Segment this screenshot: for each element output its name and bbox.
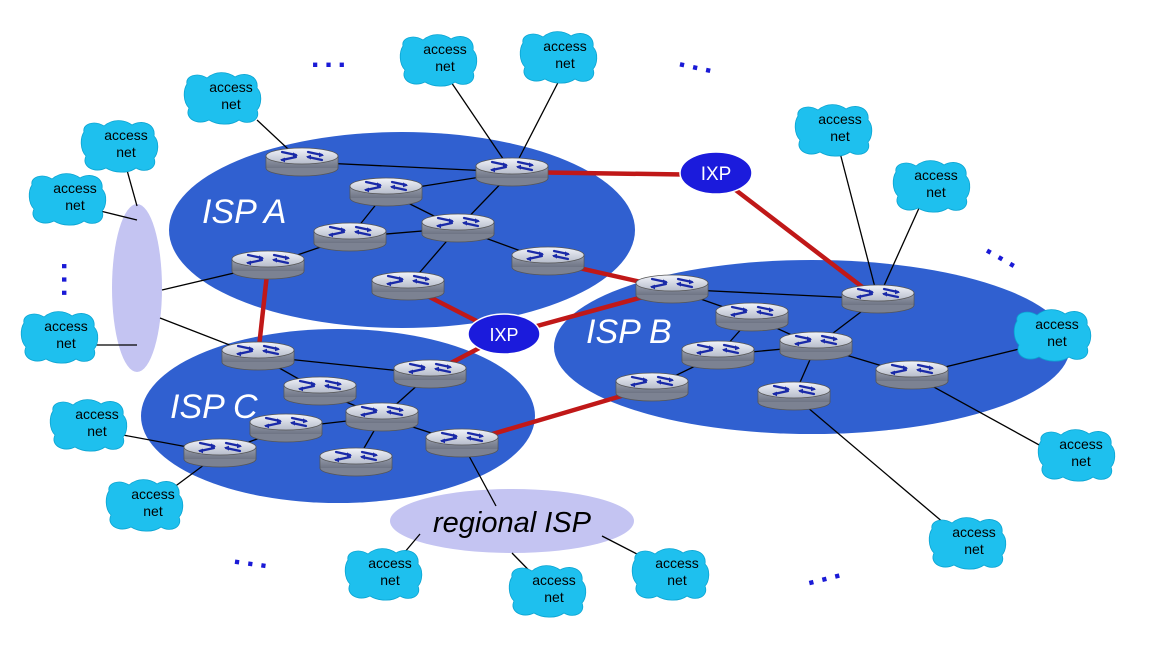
regional-isp-label: regional ISP — [433, 507, 592, 539]
access-net: access net — [794, 104, 873, 157]
ixp-center-label: IXP — [489, 325, 518, 345]
access-net-line2: net — [1071, 453, 1091, 469]
access-net-line1: access — [104, 127, 148, 143]
access-net: access net — [183, 72, 262, 125]
access-net: access net — [928, 517, 1007, 570]
access-net-line2: net — [830, 128, 850, 144]
router-icon — [614, 371, 690, 403]
router-icon — [348, 176, 424, 208]
access-net-line2: net — [555, 55, 575, 71]
access-net-line1: access — [818, 111, 862, 127]
router-icon — [874, 359, 950, 391]
router-icon — [220, 340, 296, 372]
access-net-line2: net — [56, 335, 76, 351]
access-net-line1: access — [952, 524, 996, 540]
access-net: access net — [105, 479, 184, 532]
ellipsis-right: ... — [981, 229, 1032, 278]
access-net-line1: access — [75, 406, 119, 422]
access-net-line2: net — [87, 423, 107, 439]
access-net-line1: access — [209, 79, 253, 95]
ixp-top-label: IXP — [701, 164, 732, 185]
access-net-line2: net — [926, 184, 946, 200]
access-net: access net — [49, 399, 128, 452]
access-net: access net — [1037, 429, 1116, 482]
router-icon — [264, 146, 340, 178]
access-net: access net — [519, 31, 598, 84]
access-net-line1: access — [1059, 436, 1103, 452]
router-icon — [312, 221, 388, 253]
access-net-line1: access — [655, 555, 699, 571]
access-net: access net — [28, 173, 107, 226]
router-icon — [248, 412, 324, 444]
access-net: access net — [1013, 309, 1092, 362]
access-net-line2: net — [544, 589, 564, 605]
access-net: access net — [631, 548, 710, 601]
router-icon — [778, 330, 854, 362]
router-icon — [634, 273, 710, 305]
ixp-center: IXP — [467, 313, 541, 355]
router-icon — [510, 245, 586, 277]
access-net-line1: access — [914, 167, 958, 183]
access-net-line1: access — [44, 318, 88, 334]
router-icon — [370, 270, 446, 302]
access-net: access net — [80, 120, 159, 173]
access-net-line2: net — [964, 541, 984, 557]
ellipsis-bottom-left: ... — [232, 538, 276, 576]
access-net-line2: net — [435, 58, 455, 74]
access-net-line1: access — [423, 41, 467, 57]
access-net-line2: net — [116, 144, 136, 160]
isp-b-label: ISP B — [586, 313, 672, 351]
router-icon — [680, 339, 756, 371]
access-net-line1: access — [131, 486, 175, 502]
access-net: access net — [508, 565, 587, 618]
access-net-line2: net — [380, 572, 400, 588]
router-icon — [392, 358, 468, 390]
isp-a-label: ISP A — [202, 193, 286, 231]
access-net-line2: net — [221, 96, 241, 112]
access-net: access net — [399, 34, 478, 87]
access-net: access net — [892, 160, 971, 213]
ellipsis-top-left: ... — [311, 41, 351, 74]
access-net-line1: access — [53, 180, 97, 196]
isp-c-label: ISP C — [170, 388, 258, 426]
ellipsis-top-right: ... — [676, 41, 722, 82]
access-net-line1: access — [368, 555, 412, 571]
access-net: access net — [20, 311, 99, 364]
ixp-top: IXP — [679, 151, 753, 195]
router-icon — [474, 156, 550, 188]
access-net-line2: net — [1047, 333, 1067, 349]
router-icon — [420, 212, 496, 244]
access-net-line1: access — [532, 572, 576, 588]
left-regional-region — [112, 204, 162, 372]
access-net-line2: net — [65, 197, 85, 213]
ellipsis-left: ... — [55, 262, 88, 302]
ellipsis-bottom-right: ... — [802, 551, 849, 593]
access-nets: access net access net access net access … — [20, 31, 1116, 618]
router-icon — [424, 427, 500, 459]
access-net-line1: access — [543, 38, 587, 54]
router-icon — [756, 380, 832, 412]
access-net: access net — [344, 548, 423, 601]
router-icon — [182, 437, 258, 469]
access-net-line2: net — [143, 503, 163, 519]
router-icon — [318, 446, 394, 478]
access-net-line2: net — [667, 572, 687, 588]
router-icon — [344, 401, 420, 433]
regional-isp-region — [390, 489, 634, 553]
access-net-line1: access — [1035, 316, 1079, 332]
router-icon — [282, 375, 358, 407]
router-icon — [714, 301, 790, 333]
router-icon — [230, 249, 306, 281]
router-icon — [840, 283, 916, 315]
